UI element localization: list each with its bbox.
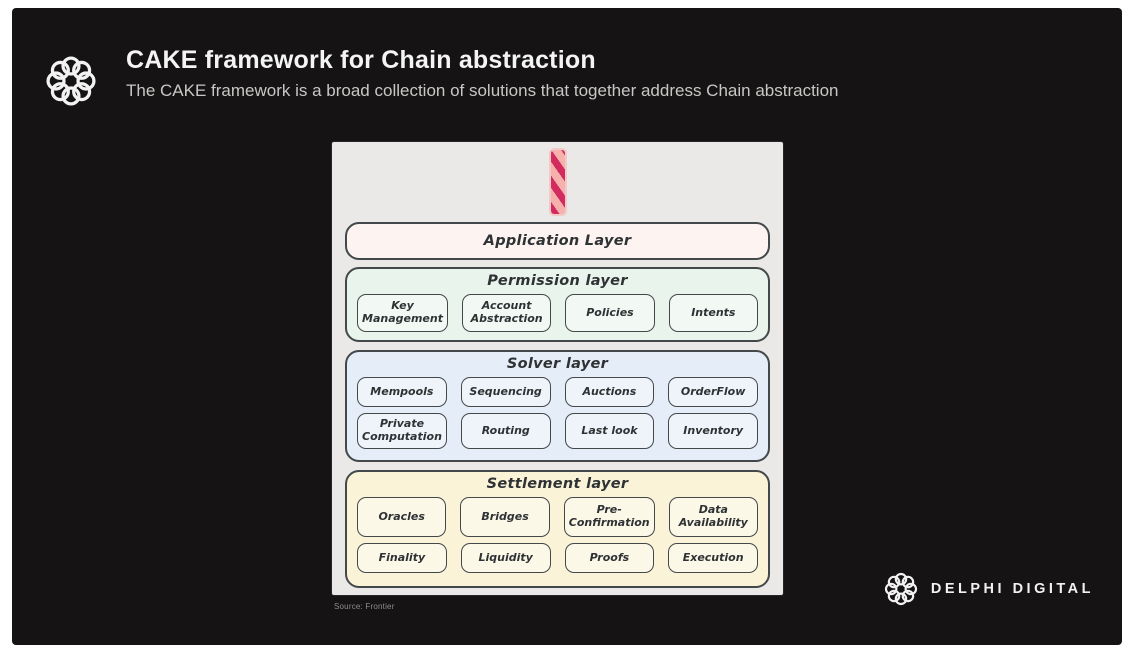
solver-layer: Solver layer Mempools Sequencing Auction… (345, 350, 770, 462)
node-mempools: Mempools (357, 377, 447, 407)
settlement-layer-title: Settlement layer (486, 476, 629, 492)
solver-row-1: Mempools Sequencing Auctions OrderFlow (347, 377, 768, 407)
candle-icon (548, 148, 567, 216)
delphi-ring-logo-icon (46, 56, 96, 106)
node-last-look: Last look (564, 413, 655, 449)
cake-diagram-card: Application Layer Permission layer Key M… (332, 142, 783, 595)
node-pre-confirmation: Pre-Confirmation (563, 497, 655, 537)
page-subtitle: The CAKE framework is a broad collection… (126, 81, 839, 100)
node-sequencing: Sequencing (460, 377, 551, 407)
solver-row-2: Private Computation Routing Last look In… (347, 413, 768, 449)
node-policies: Policies (565, 294, 655, 332)
permission-layer: Permission layer Key Management Account … (345, 267, 770, 342)
settlement-layer: Settlement layer Oracles Bridges Pre-Con… (345, 470, 770, 588)
node-orderflow: OrderFlow (668, 377, 758, 407)
delphi-ring-logo-icon (884, 572, 917, 606)
settlement-row-2: Finality Liquidity Proofs Execution (347, 543, 768, 573)
node-routing: Routing (460, 413, 551, 449)
node-key-management: Key Management (357, 294, 448, 332)
settlement-row-1: Oracles Bridges Pre-Confirmation Data Av… (347, 497, 768, 537)
node-account-abstraction: Account Abstraction (461, 294, 552, 332)
permission-layer-title: Permission layer (487, 273, 628, 289)
node-private-computation: Private Computation (357, 413, 447, 449)
slide: CAKE framework for Chain abstraction The… (12, 8, 1122, 645)
header: CAKE framework for Chain abstraction The… (42, 46, 838, 110)
solver-layer-title: Solver layer (506, 356, 609, 372)
node-bridges: Bridges (460, 497, 550, 537)
node-finality: Finality (357, 543, 447, 573)
application-layer: Application Layer (345, 222, 770, 260)
permission-row: Key Management Account Abstraction Polic… (347, 294, 768, 332)
footer-brand: DELPHI DIGITAL (882, 570, 1094, 608)
page-title: CAKE framework for Chain abstraction (126, 46, 596, 74)
node-inventory: Inventory (668, 413, 759, 449)
source-note: Source: Frontier (334, 602, 395, 611)
node-liquidity: Liquidity (460, 543, 551, 573)
node-proofs: Proofs (564, 543, 655, 573)
brand-wordmark: DELPHI DIGITAL (930, 581, 1094, 597)
node-oracles: Oracles (357, 497, 447, 537)
node-execution: Execution (668, 543, 758, 573)
node-auctions: Auctions (564, 377, 655, 407)
node-data-availability: Data Availability (668, 497, 759, 537)
node-intents: Intents (668, 294, 758, 332)
